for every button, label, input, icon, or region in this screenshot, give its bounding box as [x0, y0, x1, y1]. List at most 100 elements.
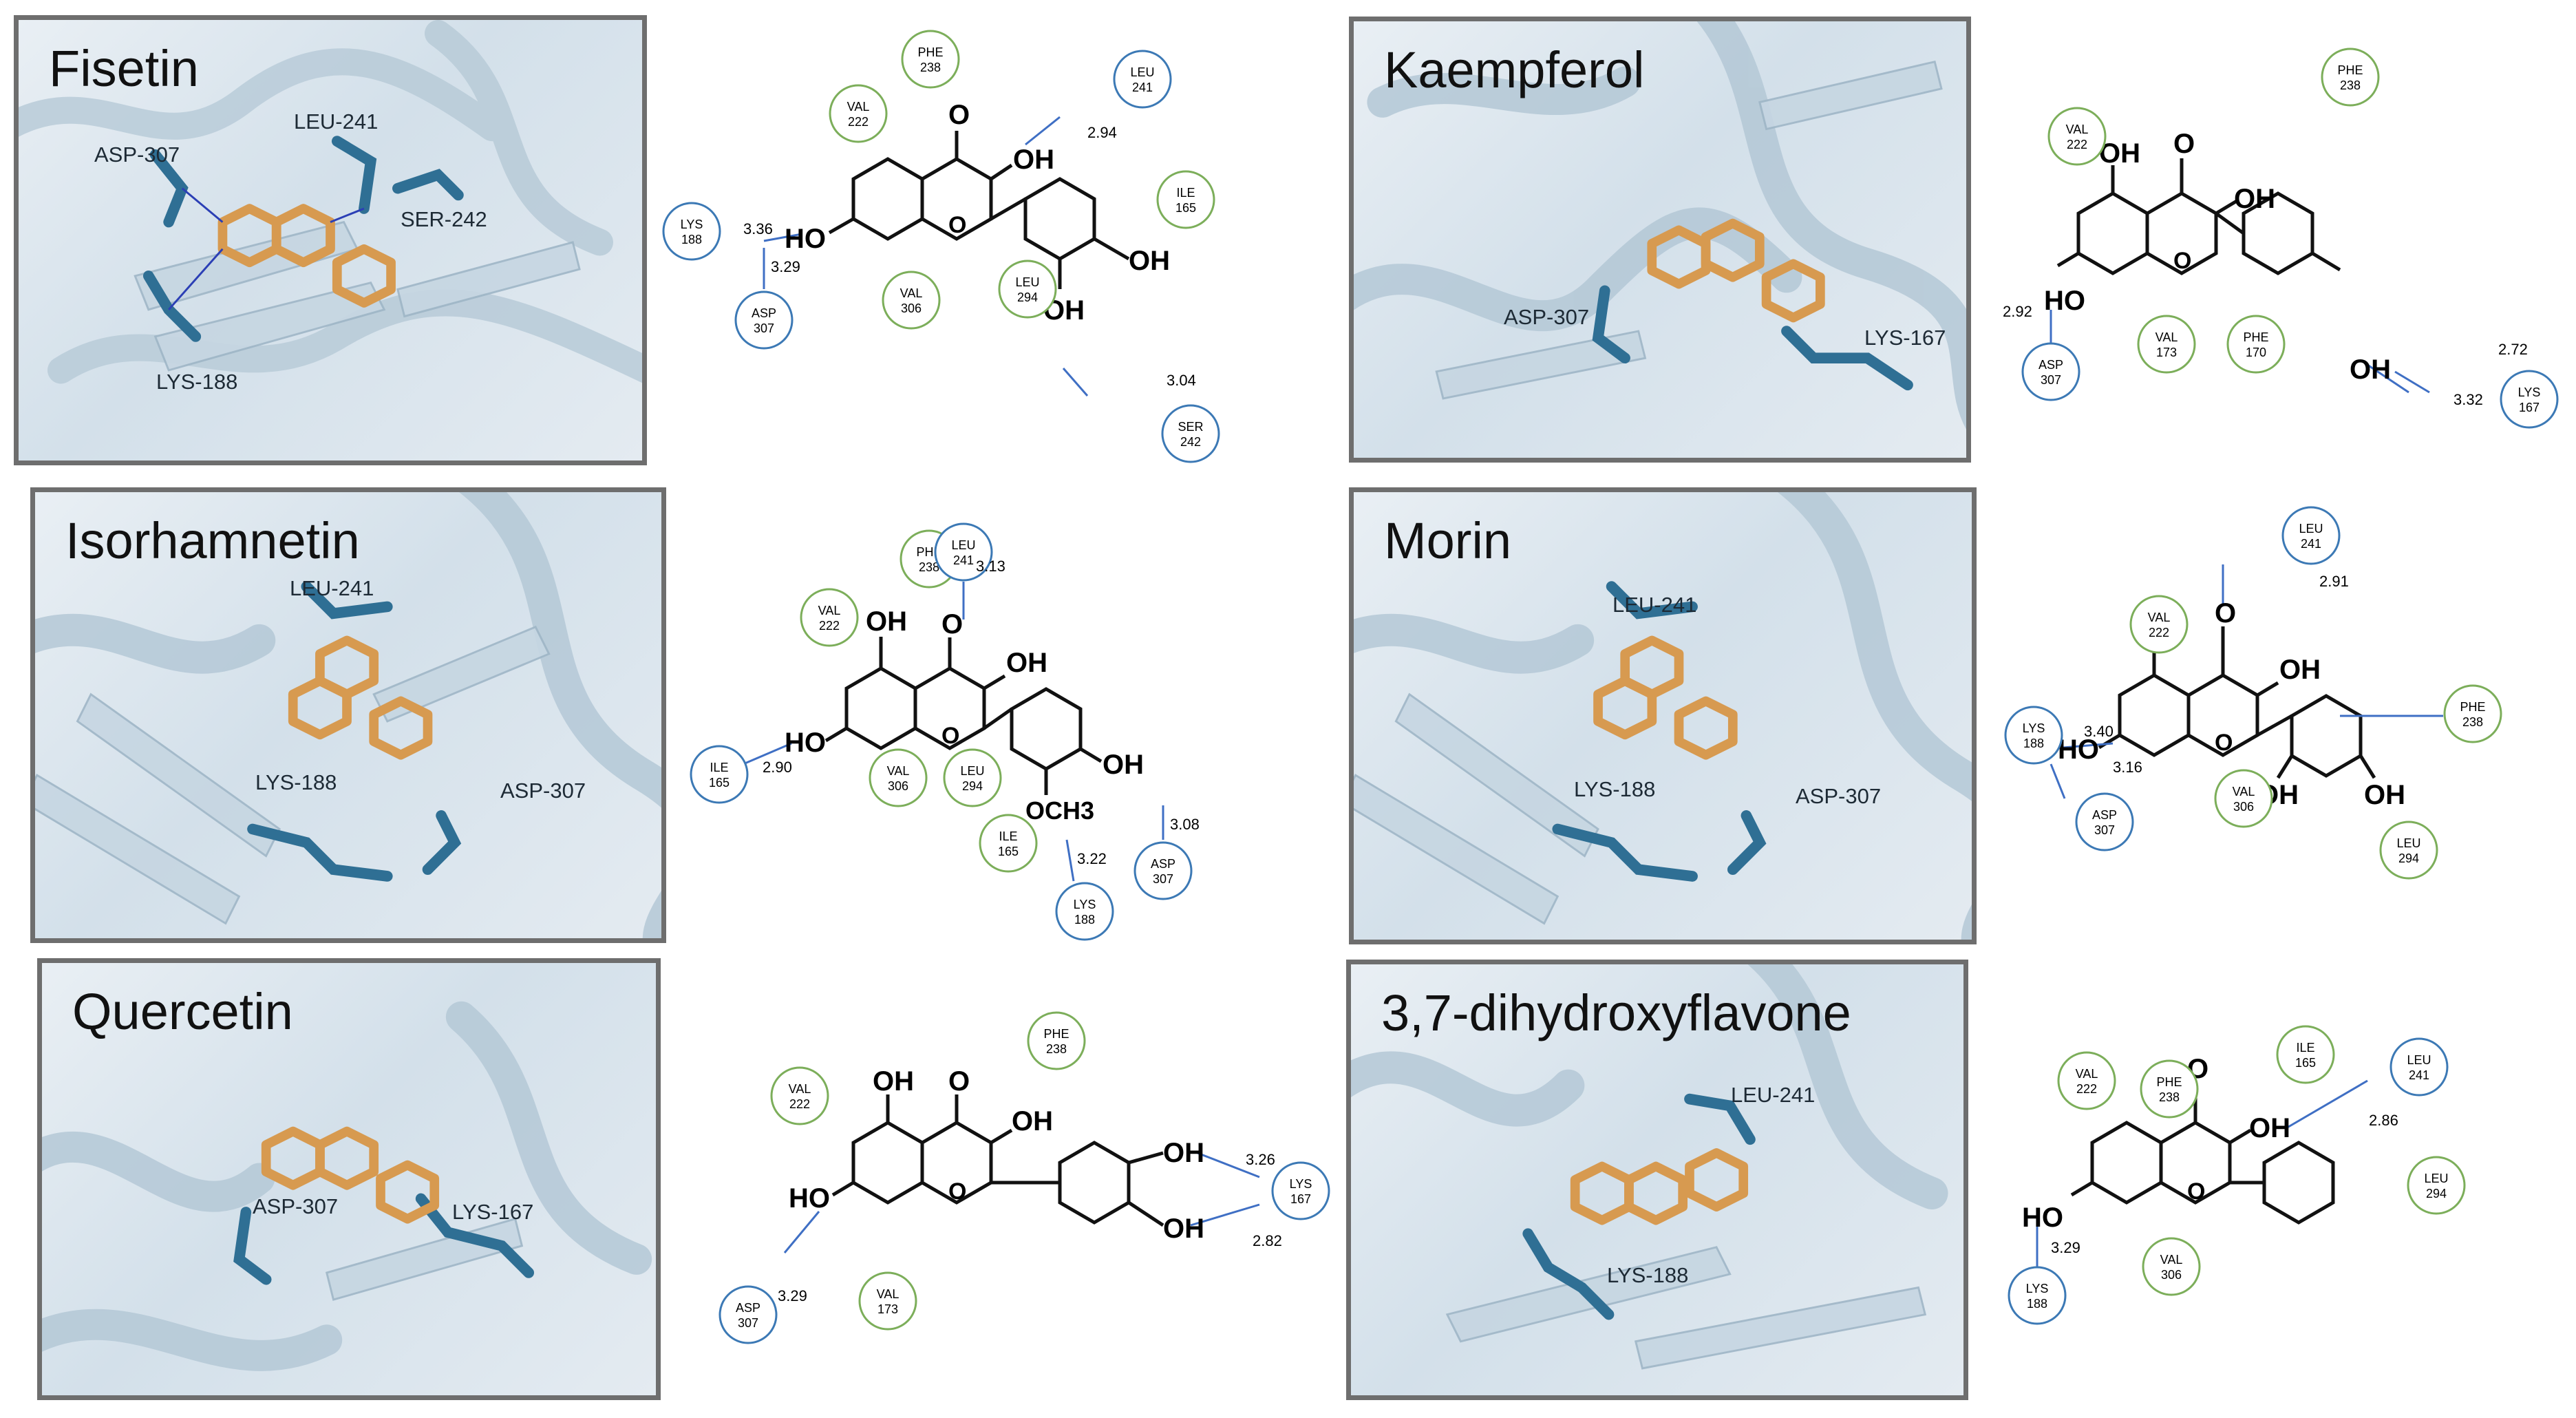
- atom-label: OH: [2364, 780, 2405, 810]
- svg-text:188: 188: [2023, 737, 2044, 750]
- residue-label: LEU-241: [1731, 1083, 1816, 1107]
- distance-label: 3.16: [2113, 759, 2142, 776]
- residue-circle-hbond: LYS 188: [1055, 882, 1114, 941]
- atom-label: O: [948, 1066, 970, 1097]
- svg-text:VAL: VAL: [877, 1287, 900, 1301]
- protein-ribbon-render: [1354, 492, 1972, 940]
- atom-label: O: [2187, 1178, 2205, 1205]
- svg-text:VAL: VAL: [2076, 1067, 2098, 1081]
- svg-text:242: 242: [1180, 435, 1201, 449]
- panel-title: 3,7-dihydroxyflavone: [1381, 984, 1851, 1041]
- atom-label: OH: [1006, 648, 1047, 678]
- svg-text:PHE: PHE: [2337, 63, 2363, 77]
- svg-text:LYS: LYS: [1074, 898, 1096, 911]
- svg-text:PHE: PHE: [1043, 1027, 1069, 1041]
- distance-label: 2.82: [1253, 1232, 1282, 1249]
- residue-label: ASP-307: [500, 779, 586, 803]
- svg-text:173: 173: [877, 1302, 898, 1316]
- distance-label: 3.13: [976, 558, 1005, 575]
- panel-isorhamnetin: Isorhamnetin LEU-241 LYS-188 ASP-307: [30, 487, 666, 943]
- residue-label: ASP-307: [253, 1194, 339, 1218]
- residue-label: LYS-167: [1864, 326, 1946, 350]
- panel-title: Morin: [1384, 512, 1512, 569]
- distance-label: 3.40: [2084, 723, 2114, 740]
- svg-text:307: 307: [2094, 823, 2115, 837]
- svg-text:VAL: VAL: [2148, 611, 2171, 624]
- svg-text:238: 238: [2462, 715, 2483, 729]
- residue-label: LYS-188: [255, 770, 337, 794]
- panel-title: Quercetin: [72, 983, 293, 1040]
- distance-label: 3.04: [1167, 372, 1196, 389]
- svg-text:241: 241: [953, 553, 974, 567]
- protein-ribbon-render: [42, 1001, 652, 1371]
- svg-text:306: 306: [2233, 800, 2254, 814]
- panel-quercetin: Quercetin ASP-307 LYS-167: [37, 958, 661, 1400]
- distance-label: 3.08: [1170, 816, 1200, 833]
- svg-text:LEU: LEU: [1015, 275, 1039, 289]
- svg-text:LYS: LYS: [2518, 385, 2541, 399]
- atom-label: O: [948, 100, 970, 130]
- svg-text:LYS: LYS: [681, 218, 703, 231]
- atom-label: OH: [1012, 1106, 1053, 1136]
- svg-text:307: 307: [2041, 373, 2061, 387]
- distance-label: 3.26: [1246, 1151, 1275, 1168]
- svg-text:238: 238: [2340, 78, 2361, 92]
- svg-text:188: 188: [681, 233, 702, 246]
- svg-text:ILE: ILE: [710, 761, 728, 774]
- residue-label: LYS-188: [156, 370, 238, 394]
- protein-ribbon-render: [1351, 964, 1948, 1370]
- ring-a: [851, 157, 924, 241]
- svg-text:294: 294: [2398, 851, 2419, 865]
- svg-text:307: 307: [754, 321, 774, 335]
- atom-label: OH: [2350, 354, 2391, 385]
- atom-label: OH: [873, 1066, 914, 1097]
- residue-label: LYS-167: [452, 1200, 534, 1224]
- distance-label: 2.90: [763, 759, 792, 776]
- residue-label: ASP-307: [1796, 784, 1882, 808]
- residue-label: SER-242: [401, 207, 487, 231]
- svg-text:188: 188: [1074, 913, 1095, 927]
- atom-label: OH: [2234, 184, 2275, 214]
- svg-text:VAL: VAL: [818, 604, 841, 617]
- distance-label: 3.29: [2051, 1239, 2080, 1256]
- svg-text:LYS: LYS: [2026, 1282, 2049, 1295]
- atom-label: O: [948, 212, 966, 238]
- svg-text:222: 222: [848, 115, 869, 129]
- atom-label: O: [948, 1178, 966, 1205]
- distance-label: 2.72: [2498, 341, 2528, 358]
- svg-text:ASP: ASP: [2092, 808, 2117, 822]
- atom-label: HO: [2044, 286, 2085, 316]
- svg-text:222: 222: [2149, 626, 2169, 639]
- panel-kaempferol: Kaempferol ASP-307 LYS-167: [1349, 17, 1971, 463]
- residue-label: ASP-307: [94, 142, 180, 167]
- svg-text:PHE: PHE: [917, 45, 943, 59]
- svg-text:ASP: ASP: [752, 306, 776, 320]
- svg-text:LEU: LEU: [1130, 65, 1154, 79]
- atom-label: OH: [1103, 750, 1144, 780]
- distance-label: 3.29: [778, 1287, 807, 1304]
- svg-text:294: 294: [2426, 1187, 2447, 1200]
- atom-label: OH: [866, 606, 907, 637]
- panel-fisetin: Fisetin ASP-307 LEU-241 SER-242 LYS-188: [14, 15, 647, 465]
